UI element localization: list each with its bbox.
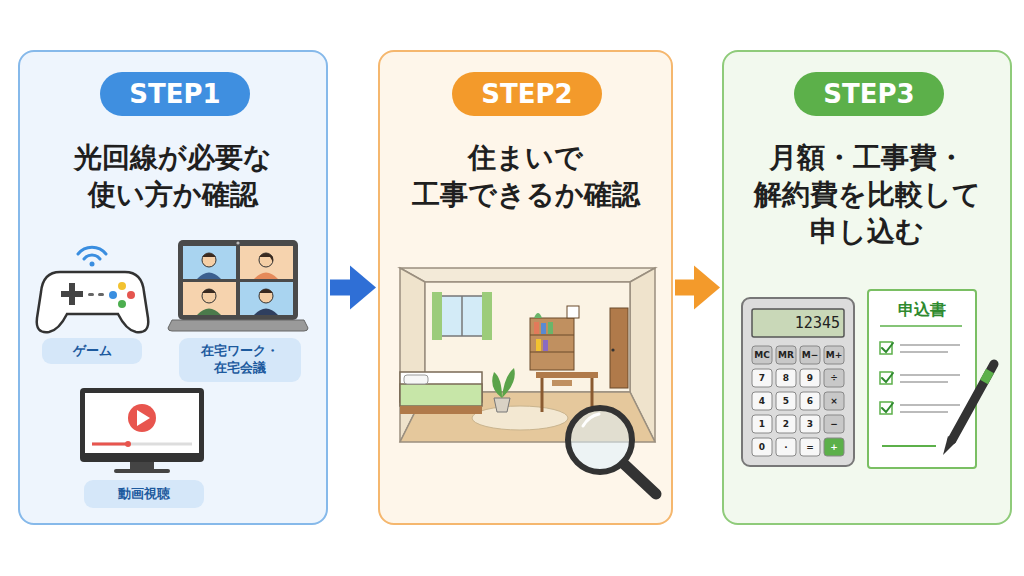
video-monitor bbox=[80, 388, 204, 473]
tag-text: 在宅ワーク・ 在宅会議 bbox=[179, 343, 301, 377]
calculator-key: 0 bbox=[752, 438, 772, 456]
calculator-key: 3 bbox=[800, 415, 820, 433]
arrow-shaft bbox=[330, 280, 352, 296]
step-title: 住まいで 工事できるか確認 bbox=[380, 140, 671, 214]
calculator-key: ÷ bbox=[824, 369, 844, 387]
arrow-shaft bbox=[675, 280, 696, 296]
calculator-key: × bbox=[824, 392, 844, 410]
step-panel: 住まいで 工事できるか確認 STEP2 bbox=[378, 50, 673, 525]
usage-tag: 在宅ワーク・ 在宅会議 bbox=[179, 338, 301, 382]
calculator-key: 8 bbox=[776, 369, 796, 387]
step-panel: 光回線が必要な 使い方か確認 STEP1 ゲーム 在宅ワーク・ 在宅会議動画視聴 bbox=[18, 50, 328, 525]
calculator-key: − bbox=[824, 415, 844, 433]
step-title: 光回線が必要な 使い方か確認 bbox=[20, 140, 326, 214]
step-title: 月額・工事費・ 解約費を比較して 申し込む bbox=[724, 140, 1010, 251]
calculator-key: = bbox=[800, 438, 820, 456]
calculator-key: 6 bbox=[800, 392, 820, 410]
laptop-meeting bbox=[168, 240, 308, 331]
calculator-key: M− bbox=[800, 346, 820, 364]
tag-text: 動画視聴 bbox=[112, 486, 176, 503]
calculator bbox=[742, 298, 854, 466]
usage-tag: 動画視聴 bbox=[84, 480, 204, 508]
tag-text: ゲーム bbox=[67, 343, 118, 360]
flow-arrow bbox=[675, 266, 720, 310]
calculator-key: + bbox=[824, 438, 844, 456]
calculator-key: 4 bbox=[752, 392, 772, 410]
flow-arrow bbox=[330, 266, 376, 310]
step-number: STEP3 bbox=[823, 79, 914, 109]
magnifier bbox=[568, 408, 656, 494]
form-title: 申込書 bbox=[868, 298, 976, 322]
calculator-key: 7 bbox=[752, 369, 772, 387]
usage-tag: ゲーム bbox=[42, 338, 142, 364]
step-number: STEP1 bbox=[129, 79, 220, 109]
calculator-key: · bbox=[776, 438, 796, 456]
calculator-key: 1 bbox=[752, 415, 772, 433]
calculator-key: 2 bbox=[776, 415, 796, 433]
game-controller bbox=[37, 247, 149, 332]
arrow-head bbox=[694, 266, 720, 310]
calculator-key: 9 bbox=[800, 369, 820, 387]
step-panel: 月額・工事費・ 解約費を比較して 申し込む STEP3 bbox=[722, 50, 1012, 525]
step-badge: STEP3 bbox=[794, 72, 944, 116]
application-form bbox=[868, 290, 994, 468]
calculator-display: 12345 bbox=[754, 313, 840, 333]
calculator-key: 5 bbox=[776, 392, 796, 410]
arrow-head bbox=[350, 266, 376, 310]
step-number: STEP2 bbox=[481, 79, 572, 109]
calculator-key: M+ bbox=[824, 346, 844, 364]
calculator-key: MR bbox=[776, 346, 796, 364]
calculator-key: MC bbox=[752, 346, 772, 364]
step-badge: STEP2 bbox=[452, 72, 602, 116]
step-badge: STEP1 bbox=[100, 72, 250, 116]
room-illustration bbox=[400, 268, 655, 442]
